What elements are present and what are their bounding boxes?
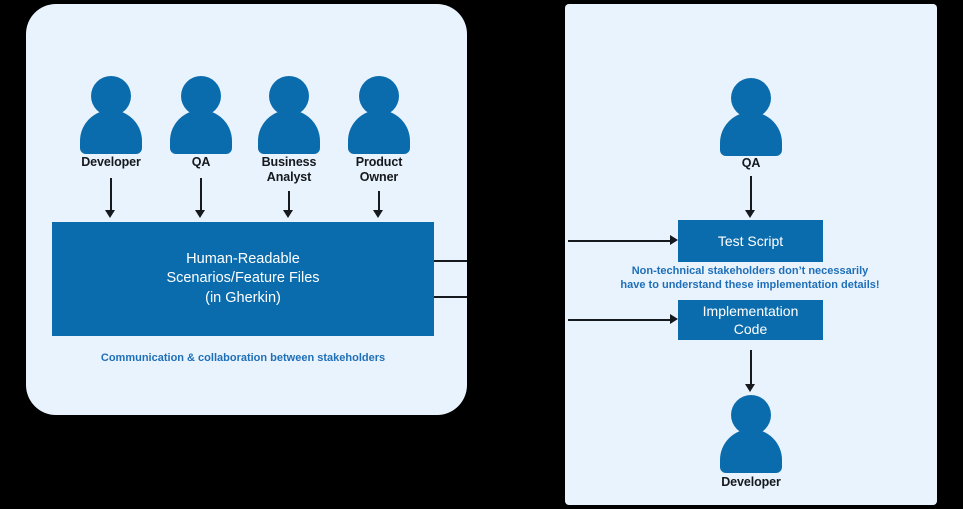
- arrow-shaft: [568, 319, 671, 321]
- arrow-shaft: [568, 240, 671, 242]
- arrow-shaft: [200, 178, 202, 211]
- arrow-shaft: [288, 191, 290, 211]
- person-icon-developer-right: [720, 395, 782, 473]
- left-panel-caption: Communication & collaboration between st…: [100, 352, 386, 364]
- implementation-code-line2: Code: [733, 321, 768, 337]
- stakeholder-label-product-owner: Product Owner: [329, 155, 429, 185]
- arrow-head-icon: [670, 235, 678, 245]
- arrow-shaft: [750, 176, 752, 211]
- test-script-box: Test Script: [678, 220, 823, 262]
- arrow-head-icon: [195, 210, 205, 218]
- qa-label-right: QA: [741, 156, 761, 170]
- arrow-gherkin-to-test-script: [568, 235, 678, 246]
- person-body-icon: [348, 110, 410, 154]
- stakeholder-label-line1: Business: [261, 155, 317, 169]
- developer-label-right: Developer: [721, 475, 781, 489]
- gherkin-box-line1: Human-Readable: [186, 251, 300, 268]
- arrow-head-icon: [745, 384, 755, 392]
- arrow-head-icon: [373, 210, 383, 218]
- connector-stub-to-test-script: [434, 260, 467, 262]
- person-head-icon: [269, 76, 309, 116]
- person-icon-qa: [170, 76, 232, 154]
- arrow-shaft: [750, 350, 752, 385]
- person-body-icon: [720, 112, 782, 156]
- arrow-shaft: [110, 178, 112, 211]
- implementation-code-line1: Implementation: [702, 302, 799, 319]
- gherkin-box-line2: Scenarios/Feature Files: [166, 270, 320, 287]
- left-panel: [26, 4, 467, 415]
- person-head-icon: [731, 395, 771, 435]
- person-body-icon: [80, 110, 142, 154]
- stakeholder-label-line2: Analyst: [266, 170, 312, 184]
- person-body-icon: [720, 429, 782, 473]
- connector-stub-to-implementation-code: [434, 296, 467, 298]
- right-caption-line1: Non-technical stakeholders don’t necessa…: [631, 265, 869, 277]
- arrow-head-icon: [670, 314, 678, 324]
- implementation-code-box: Implementation Code: [678, 300, 823, 340]
- right-caption-line2: have to understand these implementation …: [620, 279, 880, 291]
- person-body-icon: [258, 110, 320, 154]
- person-icon-business-analyst: [258, 76, 320, 154]
- stakeholder-label-qa: QA: [191, 155, 211, 169]
- arrow-business-analyst-to-main-box: [283, 191, 294, 218]
- arrow-gherkin-to-implementation-code: [568, 314, 678, 325]
- arrow-head-icon: [105, 210, 115, 218]
- gherkin-feature-files-box: Human-Readable Scenarios/Feature Files (…: [52, 222, 434, 336]
- person-head-icon: [359, 76, 399, 116]
- arrow-qa-to-test-script: [745, 176, 756, 218]
- person-body-icon: [170, 110, 232, 154]
- person-icon-developer: [80, 76, 142, 154]
- arrow-head-icon: [745, 210, 755, 218]
- arrow-product-owner-to-main-box: [373, 191, 384, 218]
- person-head-icon: [91, 76, 131, 116]
- arrow-head-icon: [283, 210, 293, 218]
- stakeholder-label-business-analyst: Business Analyst: [239, 155, 339, 185]
- stakeholder-label-line1: Product: [355, 155, 403, 169]
- right-panel-caption: Non-technical stakeholders don’t necessa…: [600, 264, 900, 292]
- person-head-icon: [181, 76, 221, 116]
- arrow-shaft: [378, 191, 380, 211]
- stakeholder-label-developer: Developer: [81, 155, 141, 169]
- person-icon-qa-right: [720, 78, 782, 156]
- arrow-developer-to-main-box: [105, 178, 116, 218]
- person-head-icon: [731, 78, 771, 118]
- stakeholder-label-line2: Owner: [359, 170, 399, 184]
- gherkin-box-line3: (in Gherkin): [205, 289, 281, 306]
- arrow-implementation-code-to-developer: [745, 350, 756, 392]
- person-icon-product-owner: [348, 76, 410, 154]
- arrow-qa-to-main-box: [195, 178, 206, 218]
